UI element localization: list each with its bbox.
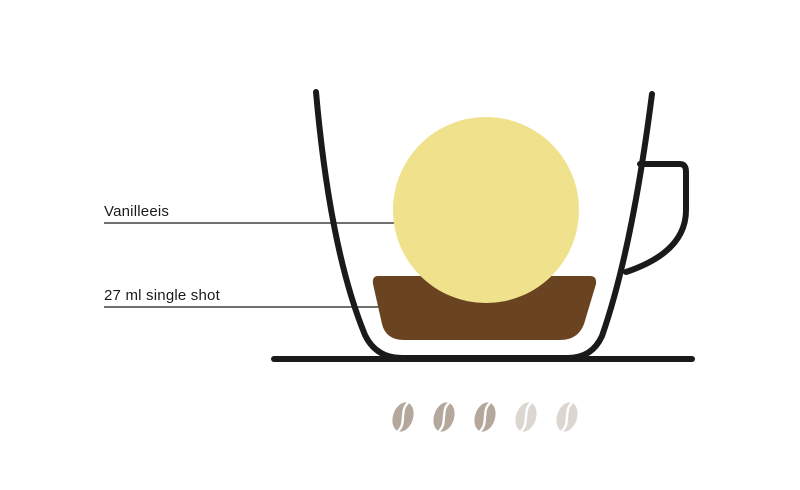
espresso-label: 27 ml single shot — [104, 287, 220, 304]
espresso-layer — [372, 276, 597, 340]
ice-cream-label: Vanilleeis — [104, 203, 170, 220]
ice-cream-scoop — [393, 117, 579, 303]
coffee-bean-icon — [392, 402, 414, 432]
coffee-bean-icon — [433, 402, 455, 432]
cup-handle — [623, 161, 689, 275]
intensity-rating — [392, 402, 578, 432]
coffee-bean-icon — [474, 402, 496, 432]
coffee-bean-icon — [515, 402, 537, 432]
coffee-bean-icon — [556, 402, 578, 432]
